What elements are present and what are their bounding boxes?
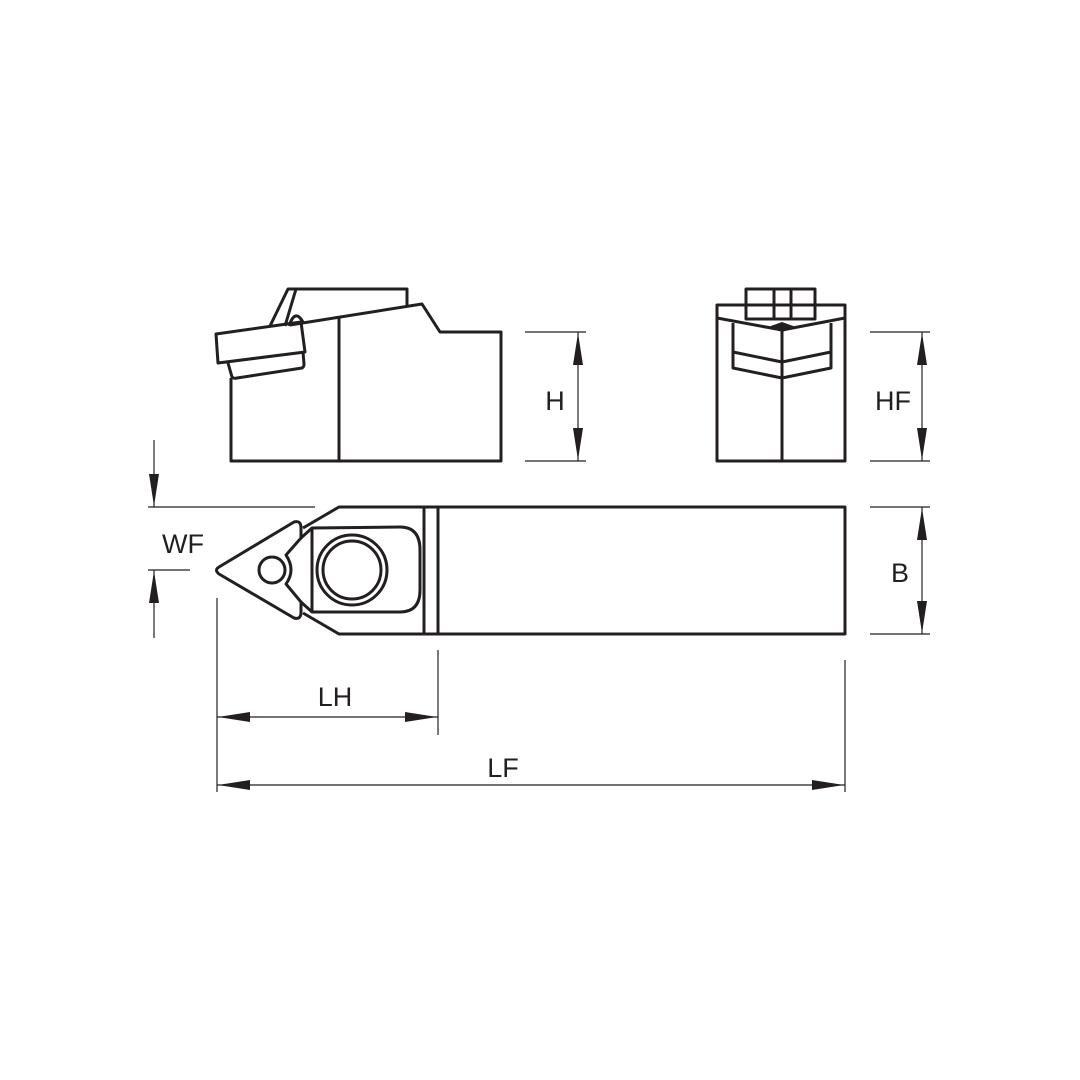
- side-view-insert: [214, 320, 307, 380]
- label-wf: WF: [162, 529, 204, 559]
- dim-wf: WF: [148, 440, 315, 638]
- dim-lf: LF: [217, 660, 846, 792]
- side-view: [214, 287, 503, 463]
- clamp-screw-outer: [315, 533, 389, 607]
- end-view: [715, 287, 847, 463]
- clamp-plate: [299, 525, 422, 614]
- label-b: B: [891, 558, 909, 588]
- label-lf: LF: [487, 753, 519, 783]
- dim-lh: LH: [216, 598, 439, 792]
- end-view-clamp-screw: [744, 287, 817, 321]
- dim-hf: HF: [870, 331, 930, 462]
- end-view-insert-tip: [768, 322, 796, 332]
- top-view: [215, 505, 847, 636]
- top-view-shank: [302, 505, 847, 636]
- clamp-screw-inner: [321, 539, 383, 601]
- label-hf: HF: [875, 386, 911, 416]
- side-view-body: [229, 302, 503, 463]
- label-lh: LH: [318, 682, 353, 712]
- end-view-chevrons: [716, 316, 846, 461]
- insert-hole: [257, 555, 287, 585]
- dim-b: B: [870, 506, 930, 635]
- label-h: H: [545, 386, 565, 416]
- dim-h: H: [525, 331, 586, 462]
- insert-triangle: [215, 520, 303, 620]
